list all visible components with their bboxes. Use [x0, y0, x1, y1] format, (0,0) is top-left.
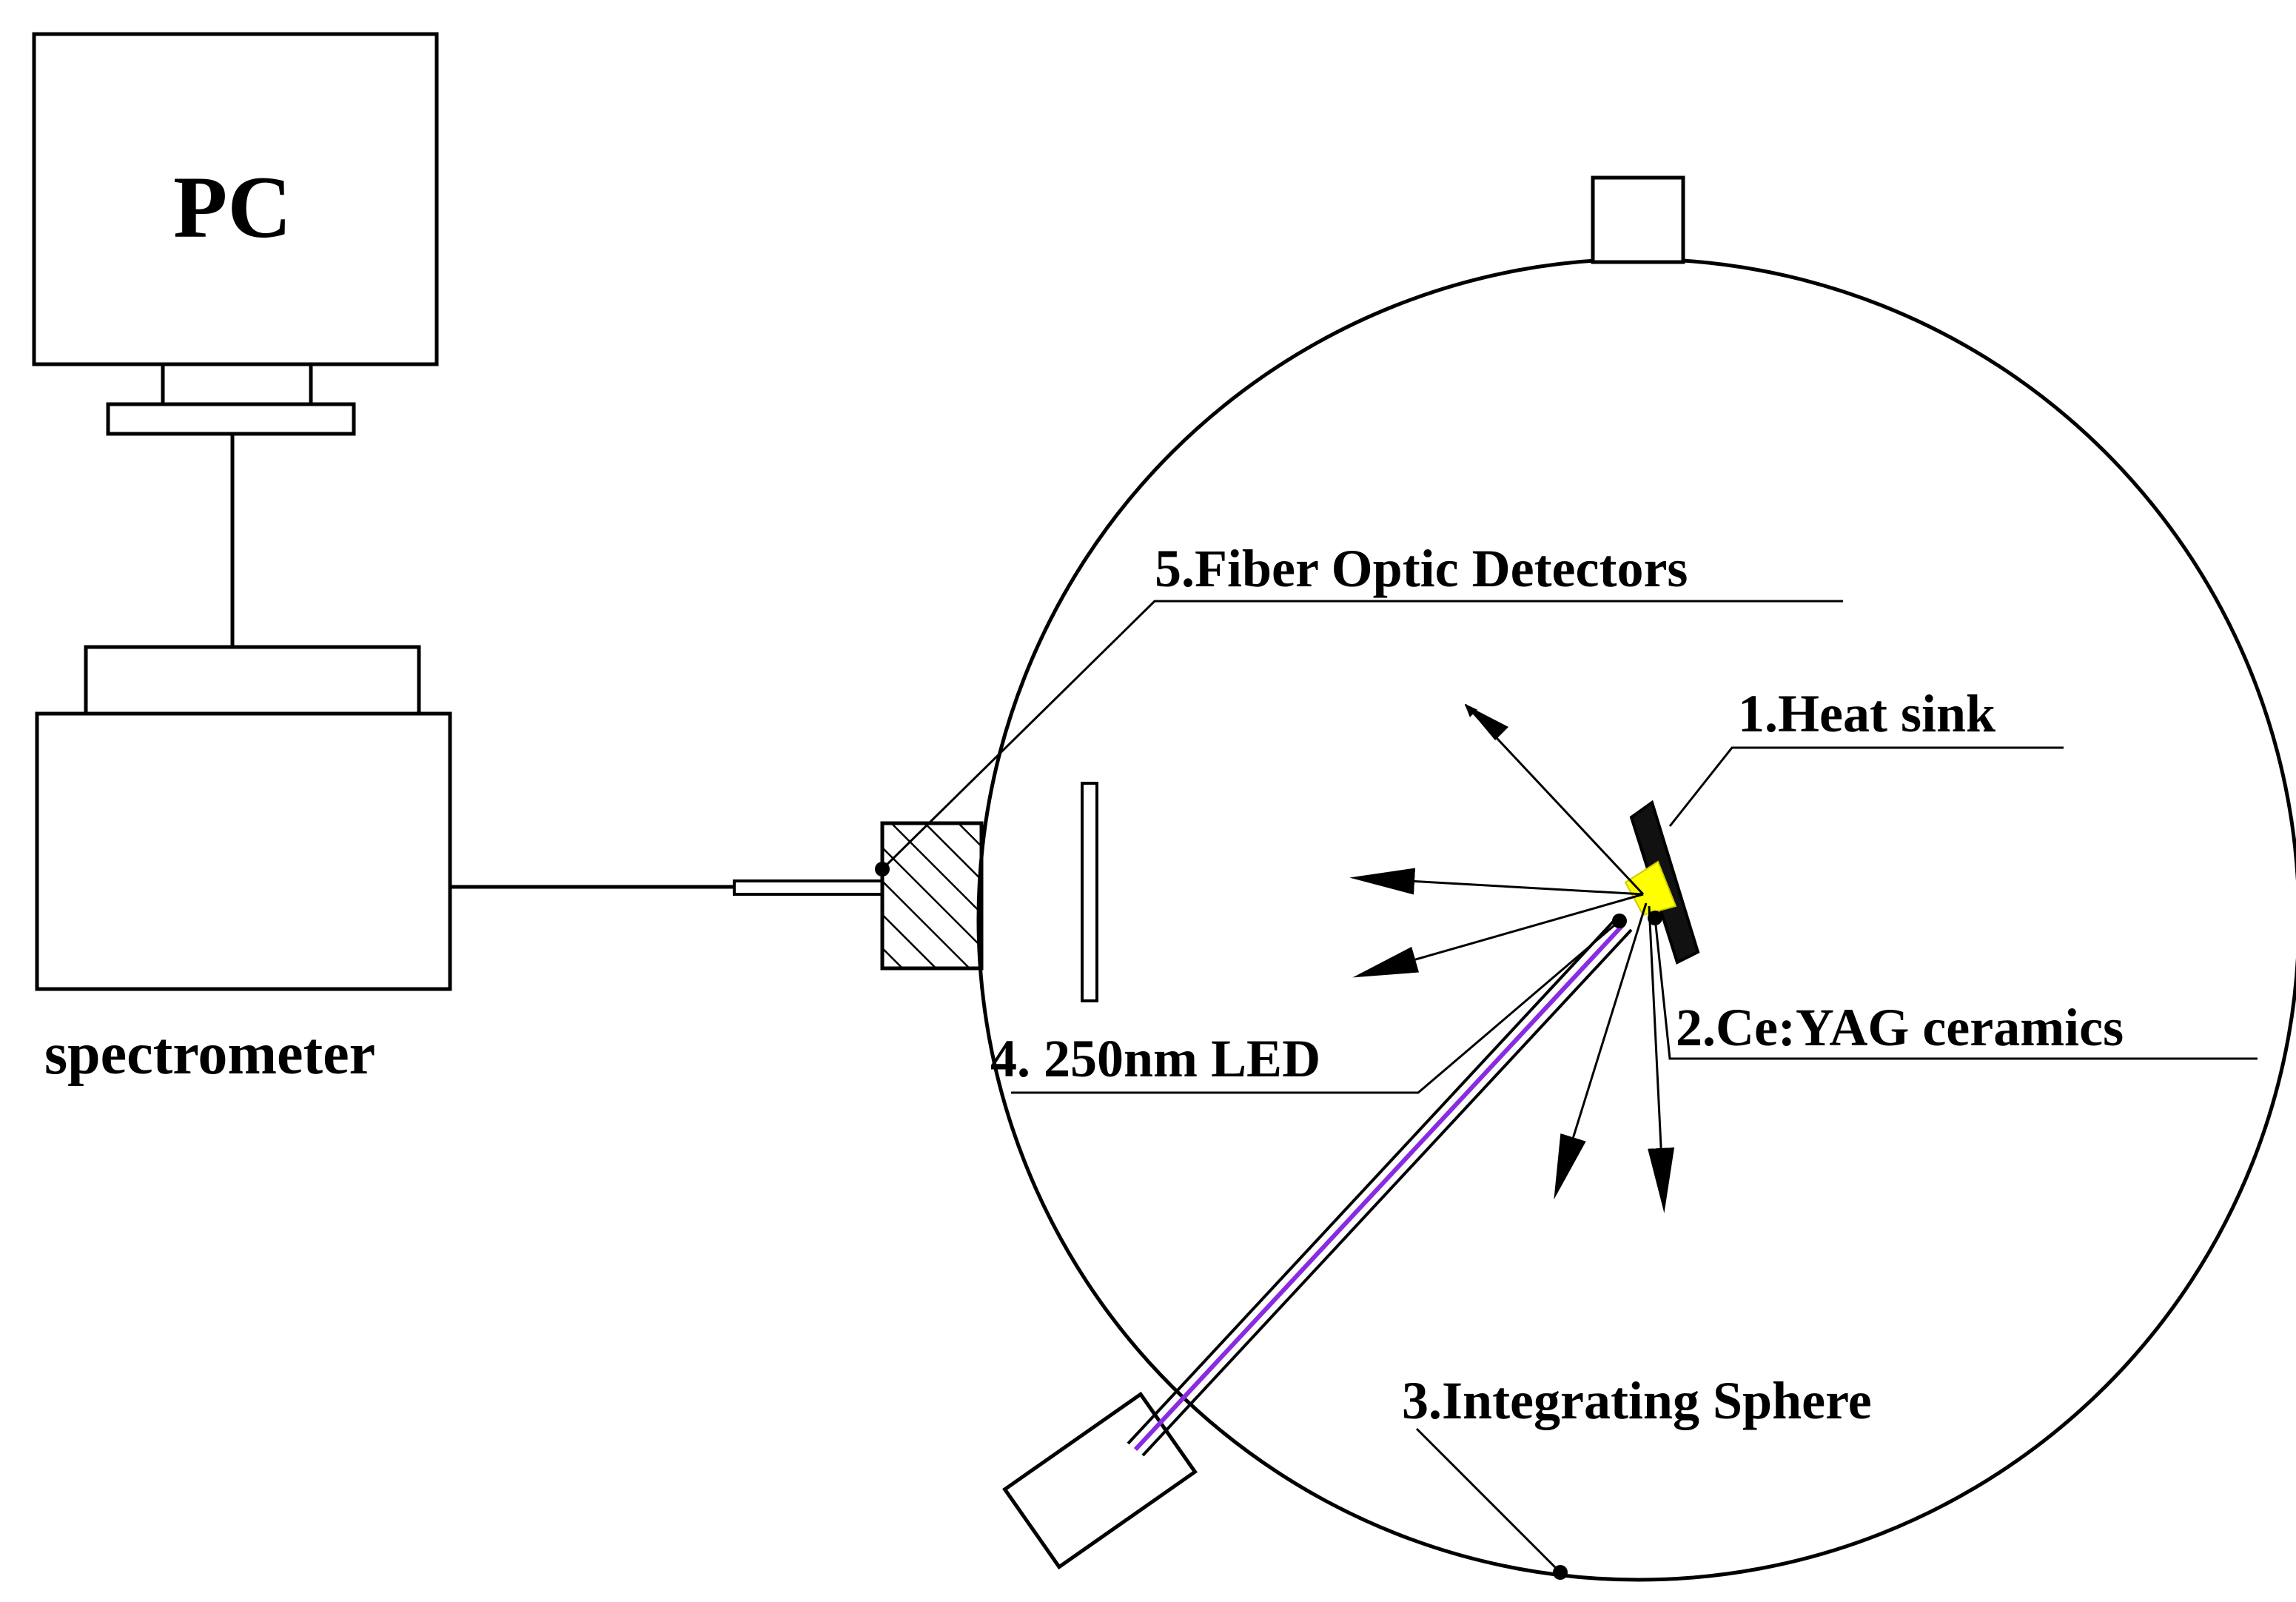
ce-yag-ceramic	[1624, 860, 1677, 916]
spectrometer: spectrometer	[35, 645, 452, 1087]
label-fiber-optic-detectors: 5.Fiber Optic Detectors	[875, 539, 1843, 877]
fiber-connector	[733, 879, 884, 896]
ray-left-lower	[1352, 893, 1644, 978]
led-label: 4. 250nm LED	[990, 1029, 1320, 1088]
leader-line-detector	[881, 600, 1843, 871]
spectrometer-label: spectrometer	[44, 1022, 375, 1087]
leader-line-ceramic	[1654, 917, 2258, 1060]
ray-left-upper	[1349, 868, 1644, 896]
leader-line-heat-sink	[1668, 746, 2064, 827]
ray-down-left	[1554, 902, 1648, 1200]
emission-rays	[1349, 703, 1675, 1213]
led-assembly	[1002, 916, 1633, 1570]
led-beam-center	[1133, 922, 1626, 1452]
integrating-sphere-label: 3.Integrating Sphere	[1402, 1371, 1872, 1430]
label-heat-sink: 1.Heat sink	[1668, 684, 2064, 827]
label-ce-yag: 2.Ce:YAG ceramics	[1648, 911, 2258, 1060]
spectrometer-body	[35, 711, 452, 991]
leader-line-led	[1011, 919, 1620, 1094]
baffle	[1081, 782, 1098, 1002]
led-beam-outer-b	[1141, 928, 1633, 1457]
pc-monitor-base	[106, 402, 356, 436]
fiber-optic-detectors-label: 5.Fiber Optic Detectors	[1155, 539, 1688, 598]
label-integrating-sphere: 3.Integrating Sphere	[1402, 1371, 1872, 1580]
heat-sink-label: 1.Heat sink	[1738, 684, 1995, 743]
ce-yag-label: 2.Ce:YAG ceramics	[1676, 998, 2124, 1057]
sphere-top-port	[1591, 175, 1685, 264]
pc-computer: PC	[32, 32, 439, 436]
led-housing	[1002, 1391, 1198, 1570]
ray-down	[1648, 905, 1675, 1213]
pc-monitor-neck	[161, 362, 313, 406]
leader-line-sphere	[1415, 1427, 1562, 1574]
spectrometer-top-block	[84, 645, 421, 716]
ray-upper-left-head	[1466, 705, 1508, 740]
pc-label: PC	[173, 158, 292, 256]
fiber-optic-detector	[880, 821, 984, 971]
pc-monitor	[32, 32, 439, 366]
led-beam-outer-a	[1127, 916, 1618, 1445]
label-led: 4. 250nm LED	[990, 914, 1627, 1094]
